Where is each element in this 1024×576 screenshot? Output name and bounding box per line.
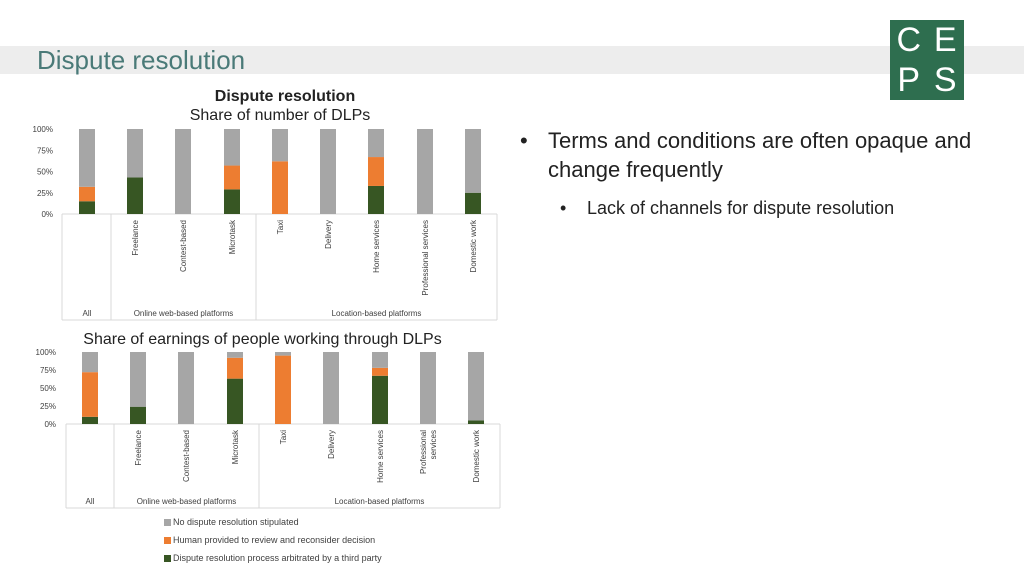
bar-segment-human	[224, 165, 240, 190]
bar-segment-none	[79, 129, 95, 187]
bar-segment-none	[130, 352, 146, 407]
bar-segment-human	[227, 357, 243, 379]
title-band	[0, 46, 1024, 74]
bar-segment-none	[420, 352, 436, 424]
bar-segment-human	[275, 355, 291, 424]
bar-segment-none	[368, 129, 384, 158]
bar-segment-human	[272, 161, 288, 214]
bar-segment-none	[272, 129, 288, 162]
category-label: Professional services	[421, 220, 430, 296]
bar-segment-third	[82, 416, 98, 424]
y-tick-label: 0%	[44, 420, 56, 429]
bar-segment-third	[372, 375, 388, 424]
legend-swatch-third	[164, 554, 171, 562]
legend-item-third: Dispute resolution process arbitrated by…	[164, 549, 382, 567]
bar-segment-human	[368, 157, 384, 186]
category-label: Contest-based	[179, 220, 188, 272]
legend: No dispute resolution stipulated Human p…	[164, 513, 382, 567]
y-tick-label: 25%	[40, 402, 56, 411]
bar-segment-none	[224, 129, 240, 166]
category-label: services	[429, 430, 438, 459]
bar-segment-none	[468, 352, 484, 421]
category-label: Home services	[372, 220, 381, 273]
bar-segment-none	[323, 352, 339, 424]
category-label: Contest-based	[182, 430, 191, 482]
category-label: Taxi	[276, 220, 285, 234]
bar-segment-none	[227, 352, 243, 358]
bar-segment-human	[372, 367, 388, 376]
bar-segment-none	[82, 352, 98, 373]
group-label: Online web-based platforms	[137, 497, 237, 506]
category-label: Delivery	[324, 220, 333, 249]
category-label: Freelance	[131, 219, 140, 255]
chart1-title: Dispute resolution	[214, 88, 356, 105]
y-tick-label: 100%	[36, 348, 56, 357]
logo-letter: E	[933, 21, 957, 59]
category-label: Delivery	[327, 430, 336, 459]
bar-segment-none	[320, 129, 336, 214]
bar-segment-third	[465, 192, 481, 214]
legend-item-human: Human provided to review and reconsider …	[164, 531, 382, 549]
bar-segment-none	[178, 352, 194, 424]
bar-segment-none	[465, 129, 481, 193]
bar-segment-human	[82, 372, 98, 417]
y-tick-label: 100%	[33, 125, 53, 134]
bar-segment-third	[127, 177, 143, 214]
group-label: Online web-based platforms	[134, 309, 234, 318]
legend-label-none: No dispute resolution stipulated	[173, 517, 299, 527]
y-tick-label: 50%	[40, 384, 56, 393]
chart1-subtitle: Share of number of DLPs	[189, 107, 371, 124]
bar-segment-none	[275, 352, 291, 356]
y-tick-label: 50%	[37, 168, 53, 177]
page-title: Dispute resolution	[37, 45, 246, 75]
y-tick-label: 25%	[37, 189, 53, 198]
bar-segment-human	[79, 186, 95, 202]
bullet-main: Terms and conditions are often opaque an…	[516, 126, 986, 184]
bar-segment-none	[175, 129, 191, 214]
bar-segment-third	[368, 185, 384, 214]
category-label: Microtask	[231, 429, 240, 464]
bar-segment-third	[227, 378, 243, 424]
category-label: Taxi	[279, 430, 288, 444]
category-label: Domestic work	[472, 429, 481, 482]
bar-segment-third	[468, 420, 484, 424]
legend-swatch-human	[164, 536, 171, 544]
bullet-list: Terms and conditions are often opaque an…	[516, 126, 986, 220]
category-label: Domestic work	[469, 219, 478, 272]
bar-segment-third	[224, 189, 240, 214]
logo-letter: S	[933, 60, 957, 99]
bar-segment-none	[127, 129, 143, 178]
y-tick-label: 75%	[40, 366, 56, 375]
category-label: Professional	[419, 430, 428, 474]
bar-segment-none	[417, 129, 433, 214]
group-label: Location-based platforms	[335, 497, 425, 506]
y-tick-label: 75%	[37, 146, 53, 155]
bar-segment-none	[372, 352, 388, 368]
logo-letter: C	[896, 21, 922, 59]
bar-segment-third	[79, 201, 95, 214]
legend-item-none: No dispute resolution stipulated	[164, 513, 382, 531]
group-label: All	[83, 309, 92, 318]
ceps-logo: C E P S	[890, 20, 964, 100]
logo-letter: P	[897, 60, 921, 99]
category-label: Home services	[376, 430, 385, 483]
bullet-sub: Lack of channels for dispute resolution	[516, 196, 986, 220]
bar-segment-third	[130, 406, 146, 424]
legend-label-third: Dispute resolution process arbitrated by…	[173, 553, 382, 563]
category-label: Freelance	[134, 429, 143, 465]
y-tick-label: 0%	[41, 210, 53, 219]
legend-label-human: Human provided to review and reconsider …	[173, 535, 376, 545]
category-label: Microtask	[228, 219, 237, 254]
group-label: All	[86, 497, 95, 506]
group-label: Location-based platforms	[332, 309, 422, 318]
legend-swatch-none	[164, 518, 171, 526]
chart2-title: Share of earnings of people working thro…	[83, 331, 442, 348]
